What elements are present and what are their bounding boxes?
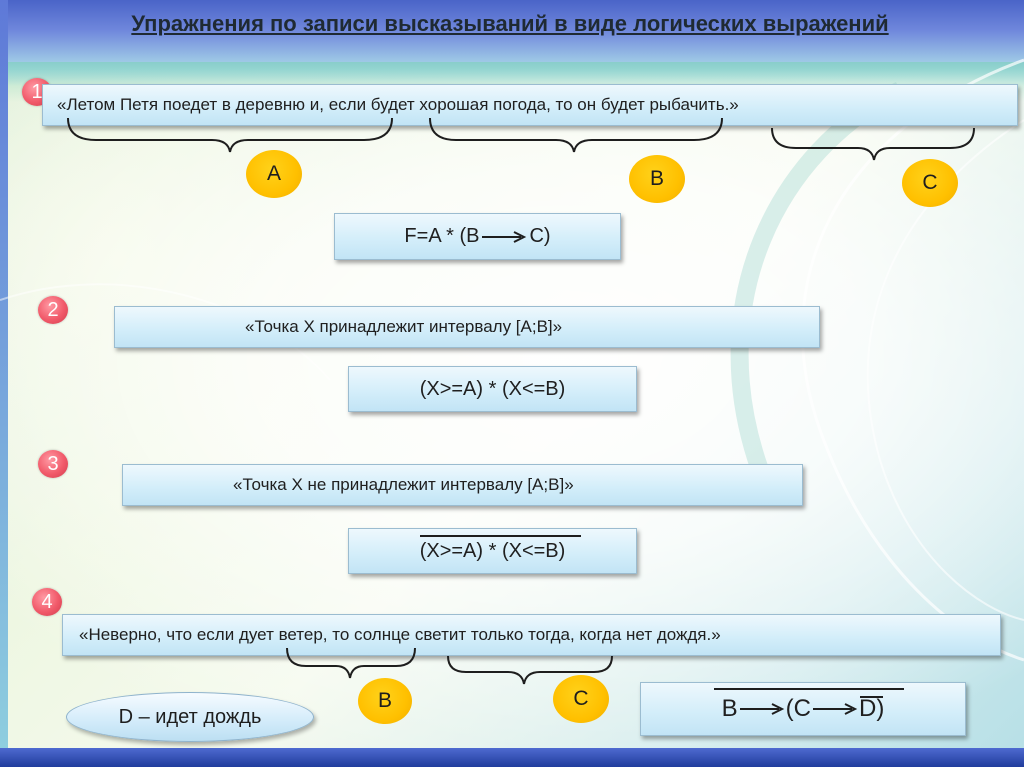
footer-band: [0, 748, 1024, 767]
exercise-number-3: 3: [38, 450, 68, 478]
label-b-circle: B: [629, 155, 685, 203]
exercise-number-2: 2: [38, 296, 68, 324]
exercise-1-statement: «Летом Петя поедет в деревню и, если буд…: [42, 84, 1018, 126]
definition-oval: D – идет дождь: [66, 692, 314, 742]
formula-3-text: (X>=A) * (X<=B): [419, 539, 566, 562]
implication-arrow-icon: [813, 703, 858, 715]
formula-4-d: D): [859, 695, 885, 722]
exercise-number-4: 4: [32, 588, 62, 616]
left-edge-strip: [0, 0, 8, 767]
exercise-3-formula: (X>=A) * (X<=B): [348, 528, 637, 574]
label-b-circle-4: B: [358, 678, 412, 724]
negation-overline: [419, 534, 582, 537]
page-title: Упражнения по записи высказываний в виде…: [131, 11, 889, 36]
exercise-3-statement: «Точка X не принадлежит интервалу [A;B]»: [122, 464, 803, 506]
label-a-circle: A: [246, 150, 302, 198]
implication-arrow-icon: [482, 230, 527, 243]
implication-arrow-icon: [739, 703, 784, 715]
label-c-circle-4: C: [553, 675, 609, 723]
exercise-1-formula: F=A * (B C): [334, 213, 621, 260]
formula-1-left: F=A * (B: [404, 225, 480, 247]
exercise-4-statement: «Неверно, что если дует ветер, то солнце…: [62, 614, 1001, 656]
formula-4-c: (C: [785, 695, 811, 722]
label-c-circle: C: [902, 159, 958, 207]
formula-1-right: C): [529, 225, 551, 247]
exercise-2-formula: (X>=A) * (X<=B): [348, 366, 637, 412]
exercise-4-formula: B (C D): [640, 682, 966, 736]
formula-4-b: B: [721, 695, 738, 722]
exercise-2-statement: «Точка X принадлежит интервалу [A;B]»: [114, 306, 820, 348]
